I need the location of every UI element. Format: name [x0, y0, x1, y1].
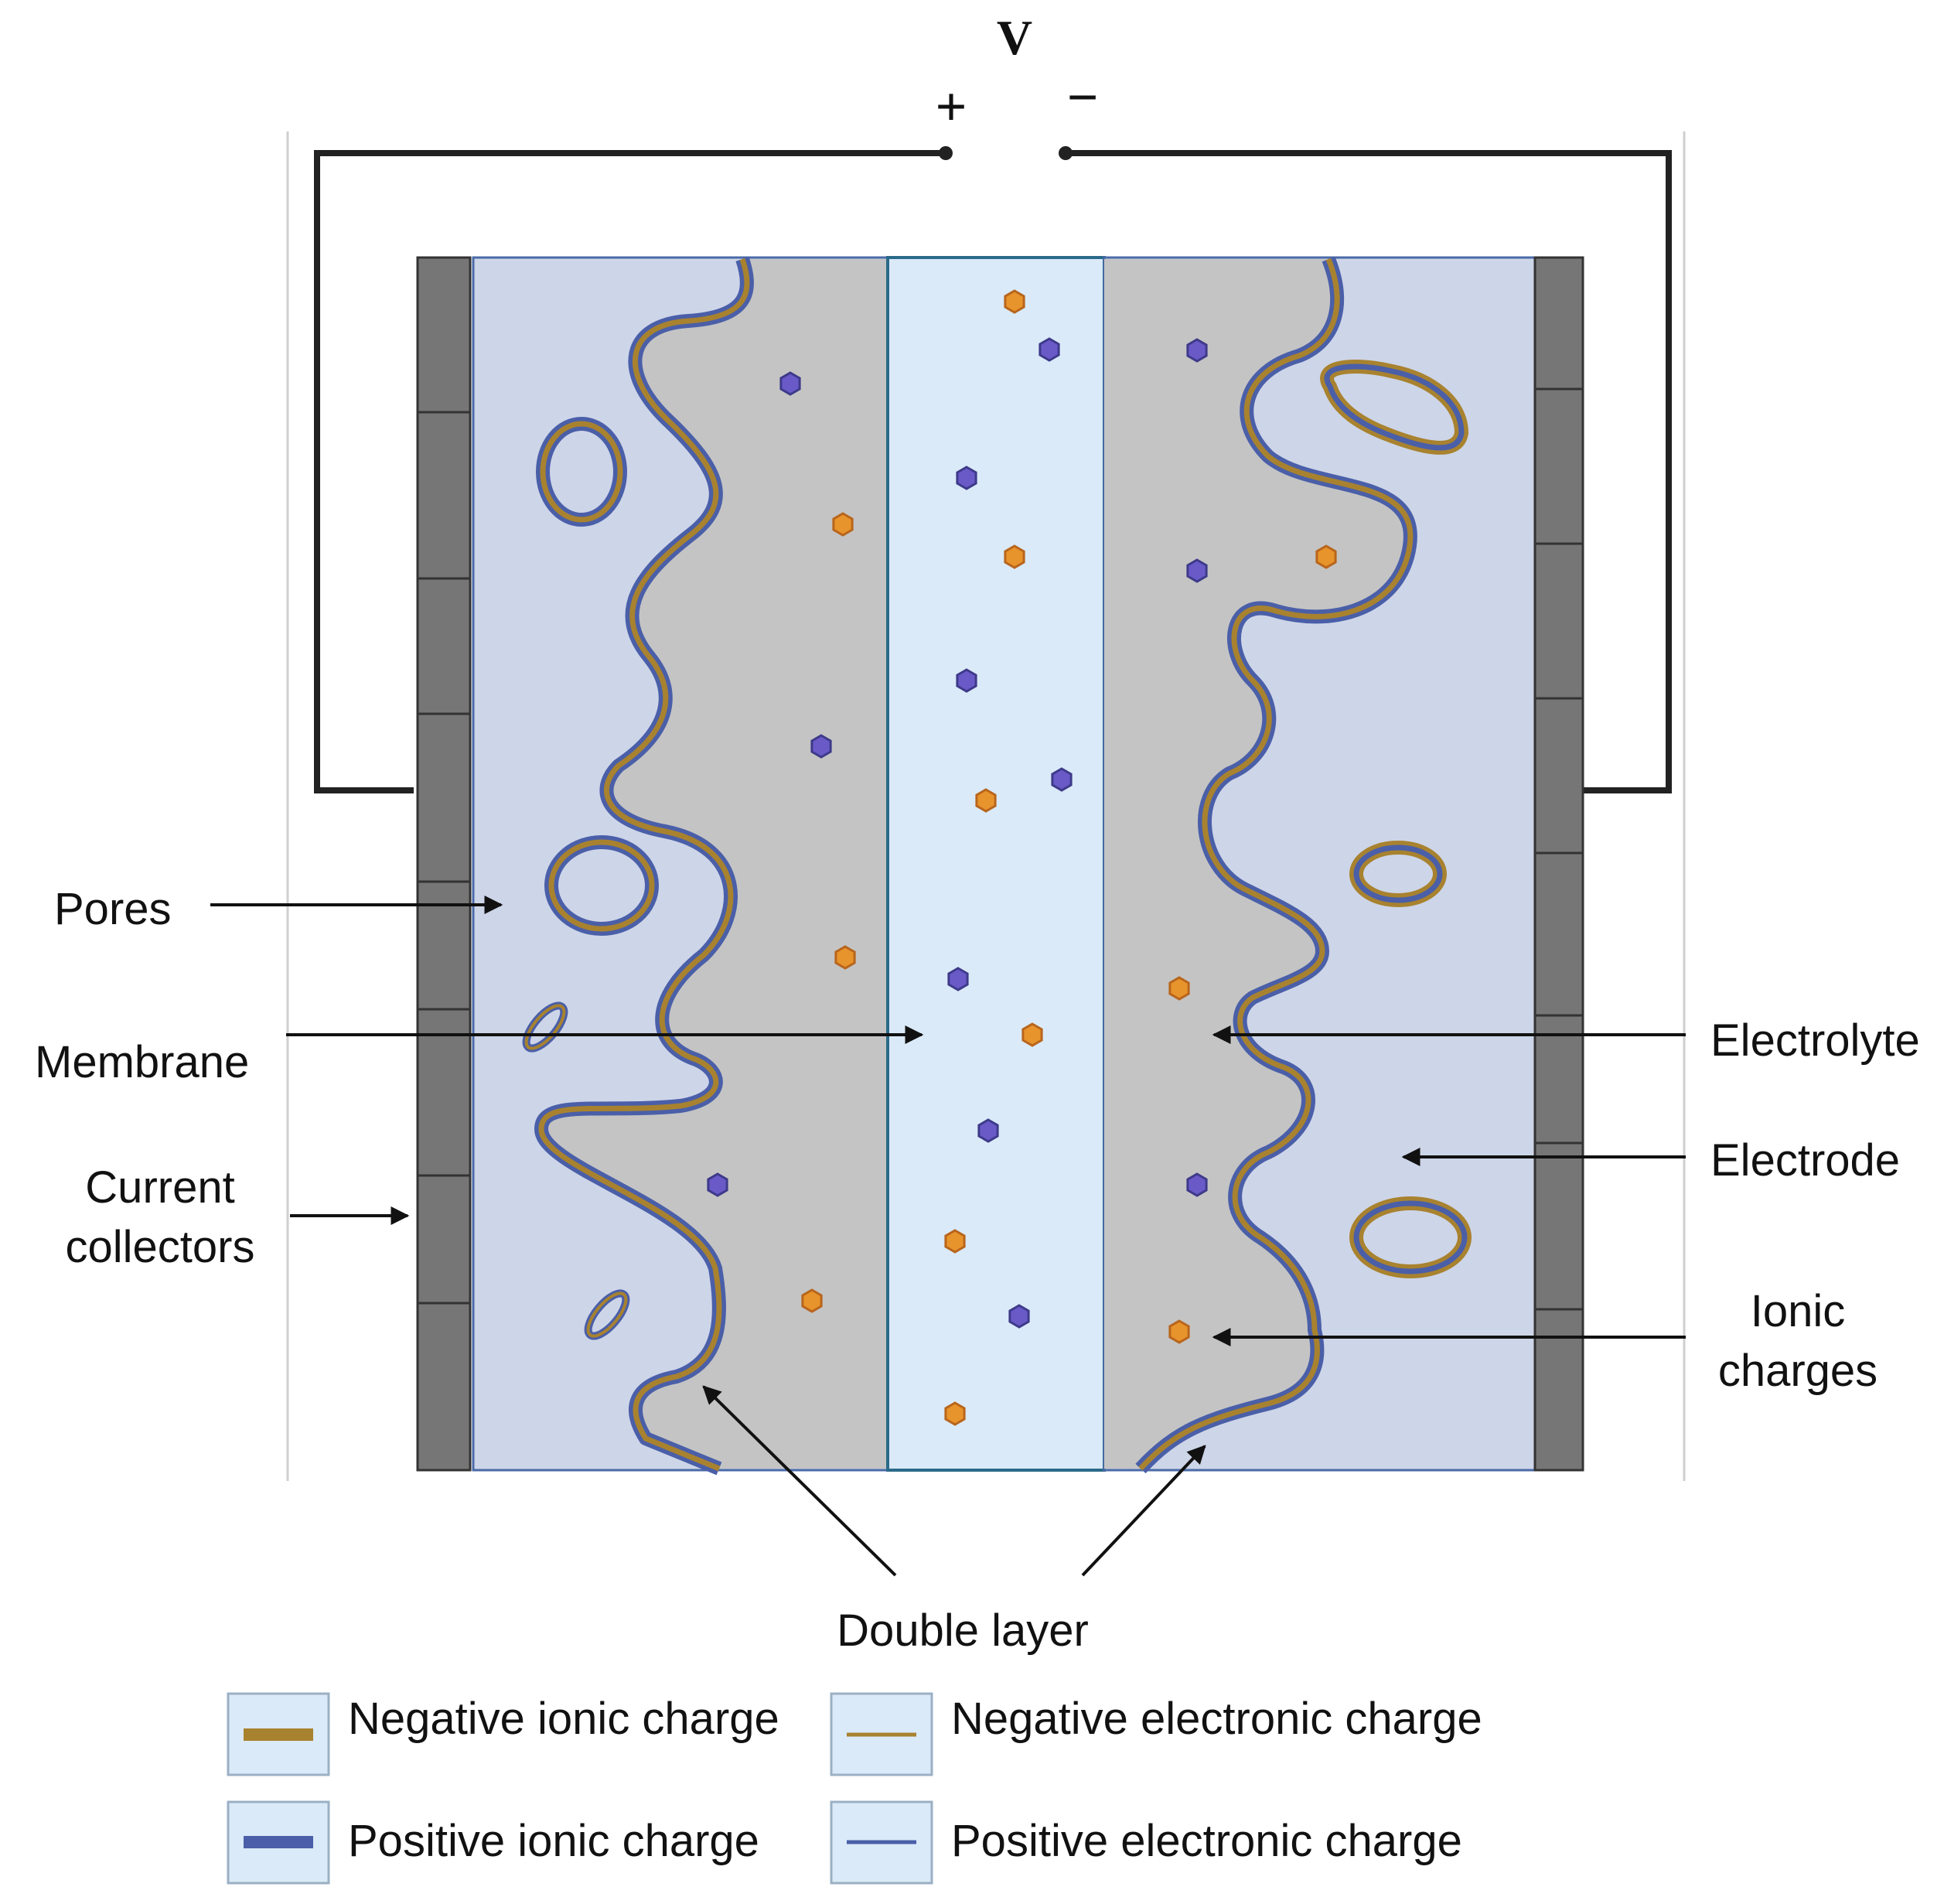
- legend-item-negative-electronic: Negative electronic charge: [830, 1692, 1482, 1776]
- label-electrolyte: Electrolyte: [1710, 1015, 1920, 1066]
- ionic-charges: [707, 289, 1337, 1426]
- anion-marker: [832, 512, 854, 537]
- left-electrolyte: [541, 259, 888, 1469]
- legend-item-positive-ionic: Positive ionic charge: [227, 1800, 759, 1885]
- cation-marker: [1186, 558, 1208, 583]
- legend-label: Positive electronic charge: [951, 1816, 1462, 1866]
- right-double-layer-negative: [1138, 258, 1414, 1471]
- label-pores: Pores: [54, 884, 172, 934]
- label-electrode: Electrode: [1710, 1135, 1900, 1186]
- anion-marker: [975, 788, 997, 813]
- anion-marker: [1168, 1319, 1190, 1344]
- voltage-symbol: V: [997, 10, 1032, 65]
- cation-marker: [956, 668, 977, 693]
- legend-label: Negative electronic charge: [951, 1694, 1482, 1744]
- cation-marker: [707, 1172, 728, 1197]
- membrane: [886, 256, 1106, 1472]
- cation-marker: [1039, 337, 1060, 362]
- anion-marker: [944, 1229, 966, 1254]
- positive-terminal: [939, 146, 953, 160]
- anion-marker: [801, 1288, 823, 1313]
- plus-sign: +: [935, 76, 967, 138]
- anion-marker: [1315, 544, 1337, 569]
- anion-marker: [1021, 1022, 1043, 1047]
- right-pores: [1320, 360, 1472, 1278]
- label-ionic-charges-line2: charges: [1718, 1346, 1877, 1396]
- label-double-layer: Double layer: [837, 1605, 1089, 1656]
- cation-marker: [779, 371, 801, 396]
- legend-item-negative-ionic: Negative ionic charge: [227, 1692, 779, 1776]
- negative-terminal: [1059, 146, 1073, 160]
- legend-label: Negative ionic charge: [348, 1694, 779, 1744]
- label-current-collectors-line2: collectors: [66, 1222, 255, 1272]
- label-current-collectors-line1: Current: [85, 1162, 234, 1213]
- left-current-collector: [416, 256, 472, 1472]
- cation-marker: [956, 466, 977, 490]
- cation-marker: [1008, 1304, 1030, 1329]
- minus-sign: −: [1066, 67, 1098, 128]
- legend-label: Positive ionic charge: [348, 1816, 759, 1866]
- left-wire: [314, 150, 946, 793]
- anion-marker: [1004, 289, 1025, 314]
- cation-marker: [977, 1118, 999, 1143]
- right-current-collector: [1533, 256, 1584, 1472]
- anion-marker: [834, 945, 856, 970]
- anion-marker: [944, 1401, 966, 1426]
- cation-marker: [810, 734, 832, 759]
- anion-marker: [1004, 544, 1025, 569]
- cation-marker: [1186, 1172, 1208, 1197]
- cation-marker: [947, 967, 969, 991]
- cation-marker: [1051, 767, 1073, 792]
- legend: Negative ionic charge Negative electroni…: [227, 1692, 1482, 1885]
- legend-item-positive-electronic: Positive electronic charge: [830, 1800, 1462, 1885]
- left-pores: [522, 417, 659, 1340]
- cation-marker: [1186, 338, 1208, 363]
- left-double-layer-negative: [538, 258, 750, 1472]
- anion-marker: [1168, 976, 1190, 1001]
- annotation-arrows: [210, 896, 1686, 1577]
- label-membrane: Membrane: [35, 1037, 249, 1087]
- right-wire: [1066, 150, 1672, 793]
- label-ionic-charges-line1: Ionic: [1751, 1286, 1846, 1336]
